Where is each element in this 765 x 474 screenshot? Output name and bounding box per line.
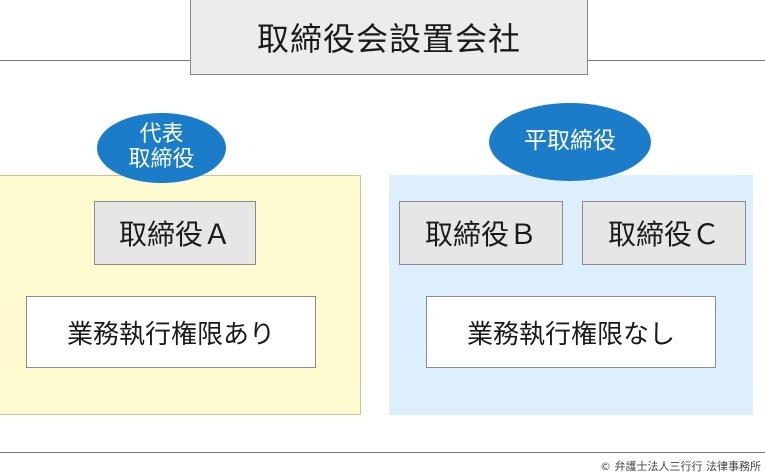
authority-yes-box: 業務執行権限あり — [26, 296, 316, 368]
director-c-box: 取締役Ｃ — [582, 201, 746, 265]
representative-director-badge: 代表 取締役 — [97, 113, 226, 183]
badge-line-1: 代表 — [139, 122, 184, 148]
copyright-text: © 弁護士法人三行行 法律事務所 — [600, 460, 761, 473]
badge-line-2: 取締役 — [128, 147, 195, 172]
authority-no-box: 業務執行権限なし — [426, 296, 716, 368]
director-b-box: 取締役Ｂ — [399, 201, 563, 265]
badge-label: 平取締役 — [524, 128, 616, 155]
director-a-box: 取締役Ａ — [94, 201, 256, 265]
bottom-divider — [0, 452, 765, 453]
ordinary-director-badge: 平取締役 — [489, 103, 651, 181]
diagram-title: 取締役会設置会社 — [190, 0, 588, 75]
